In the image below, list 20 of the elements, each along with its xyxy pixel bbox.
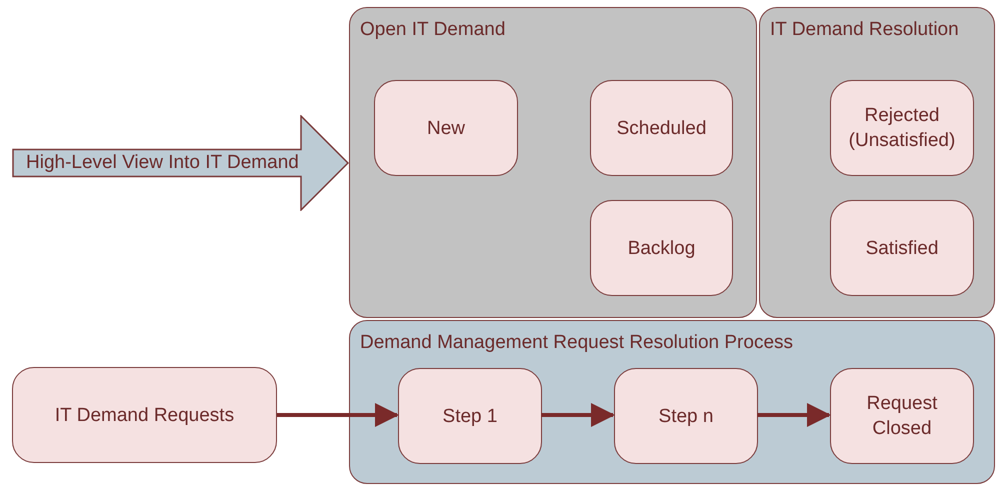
arrow [541, 403, 615, 427]
arrow [277, 403, 399, 427]
state-box: Satisfied [830, 200, 974, 296]
state-box: Request Closed [830, 368, 974, 464]
block-arrow [12, 115, 349, 211]
panel-heading: Open IT Demand [360, 18, 506, 42]
arrow [757, 403, 831, 427]
state-box: Step n [614, 368, 758, 464]
state-box: Step 1 [398, 368, 542, 464]
group-panel [759, 7, 995, 318]
state-box: Scheduled [590, 80, 733, 176]
arrow-label: High-Level View Into IT Demand [25, 150, 299, 175]
panel-heading: IT Demand Resolution [770, 18, 959, 42]
state-box: Rejected (Unsatisfied) [830, 80, 974, 176]
group-panel [349, 7, 757, 318]
panel-heading: Demand Management Request Resolution Process [360, 331, 794, 355]
state-box: Backlog [590, 200, 733, 296]
state-box: IT Demand Requests [12, 367, 277, 463]
state-box: New [374, 80, 518, 176]
group-panel [349, 320, 995, 484]
